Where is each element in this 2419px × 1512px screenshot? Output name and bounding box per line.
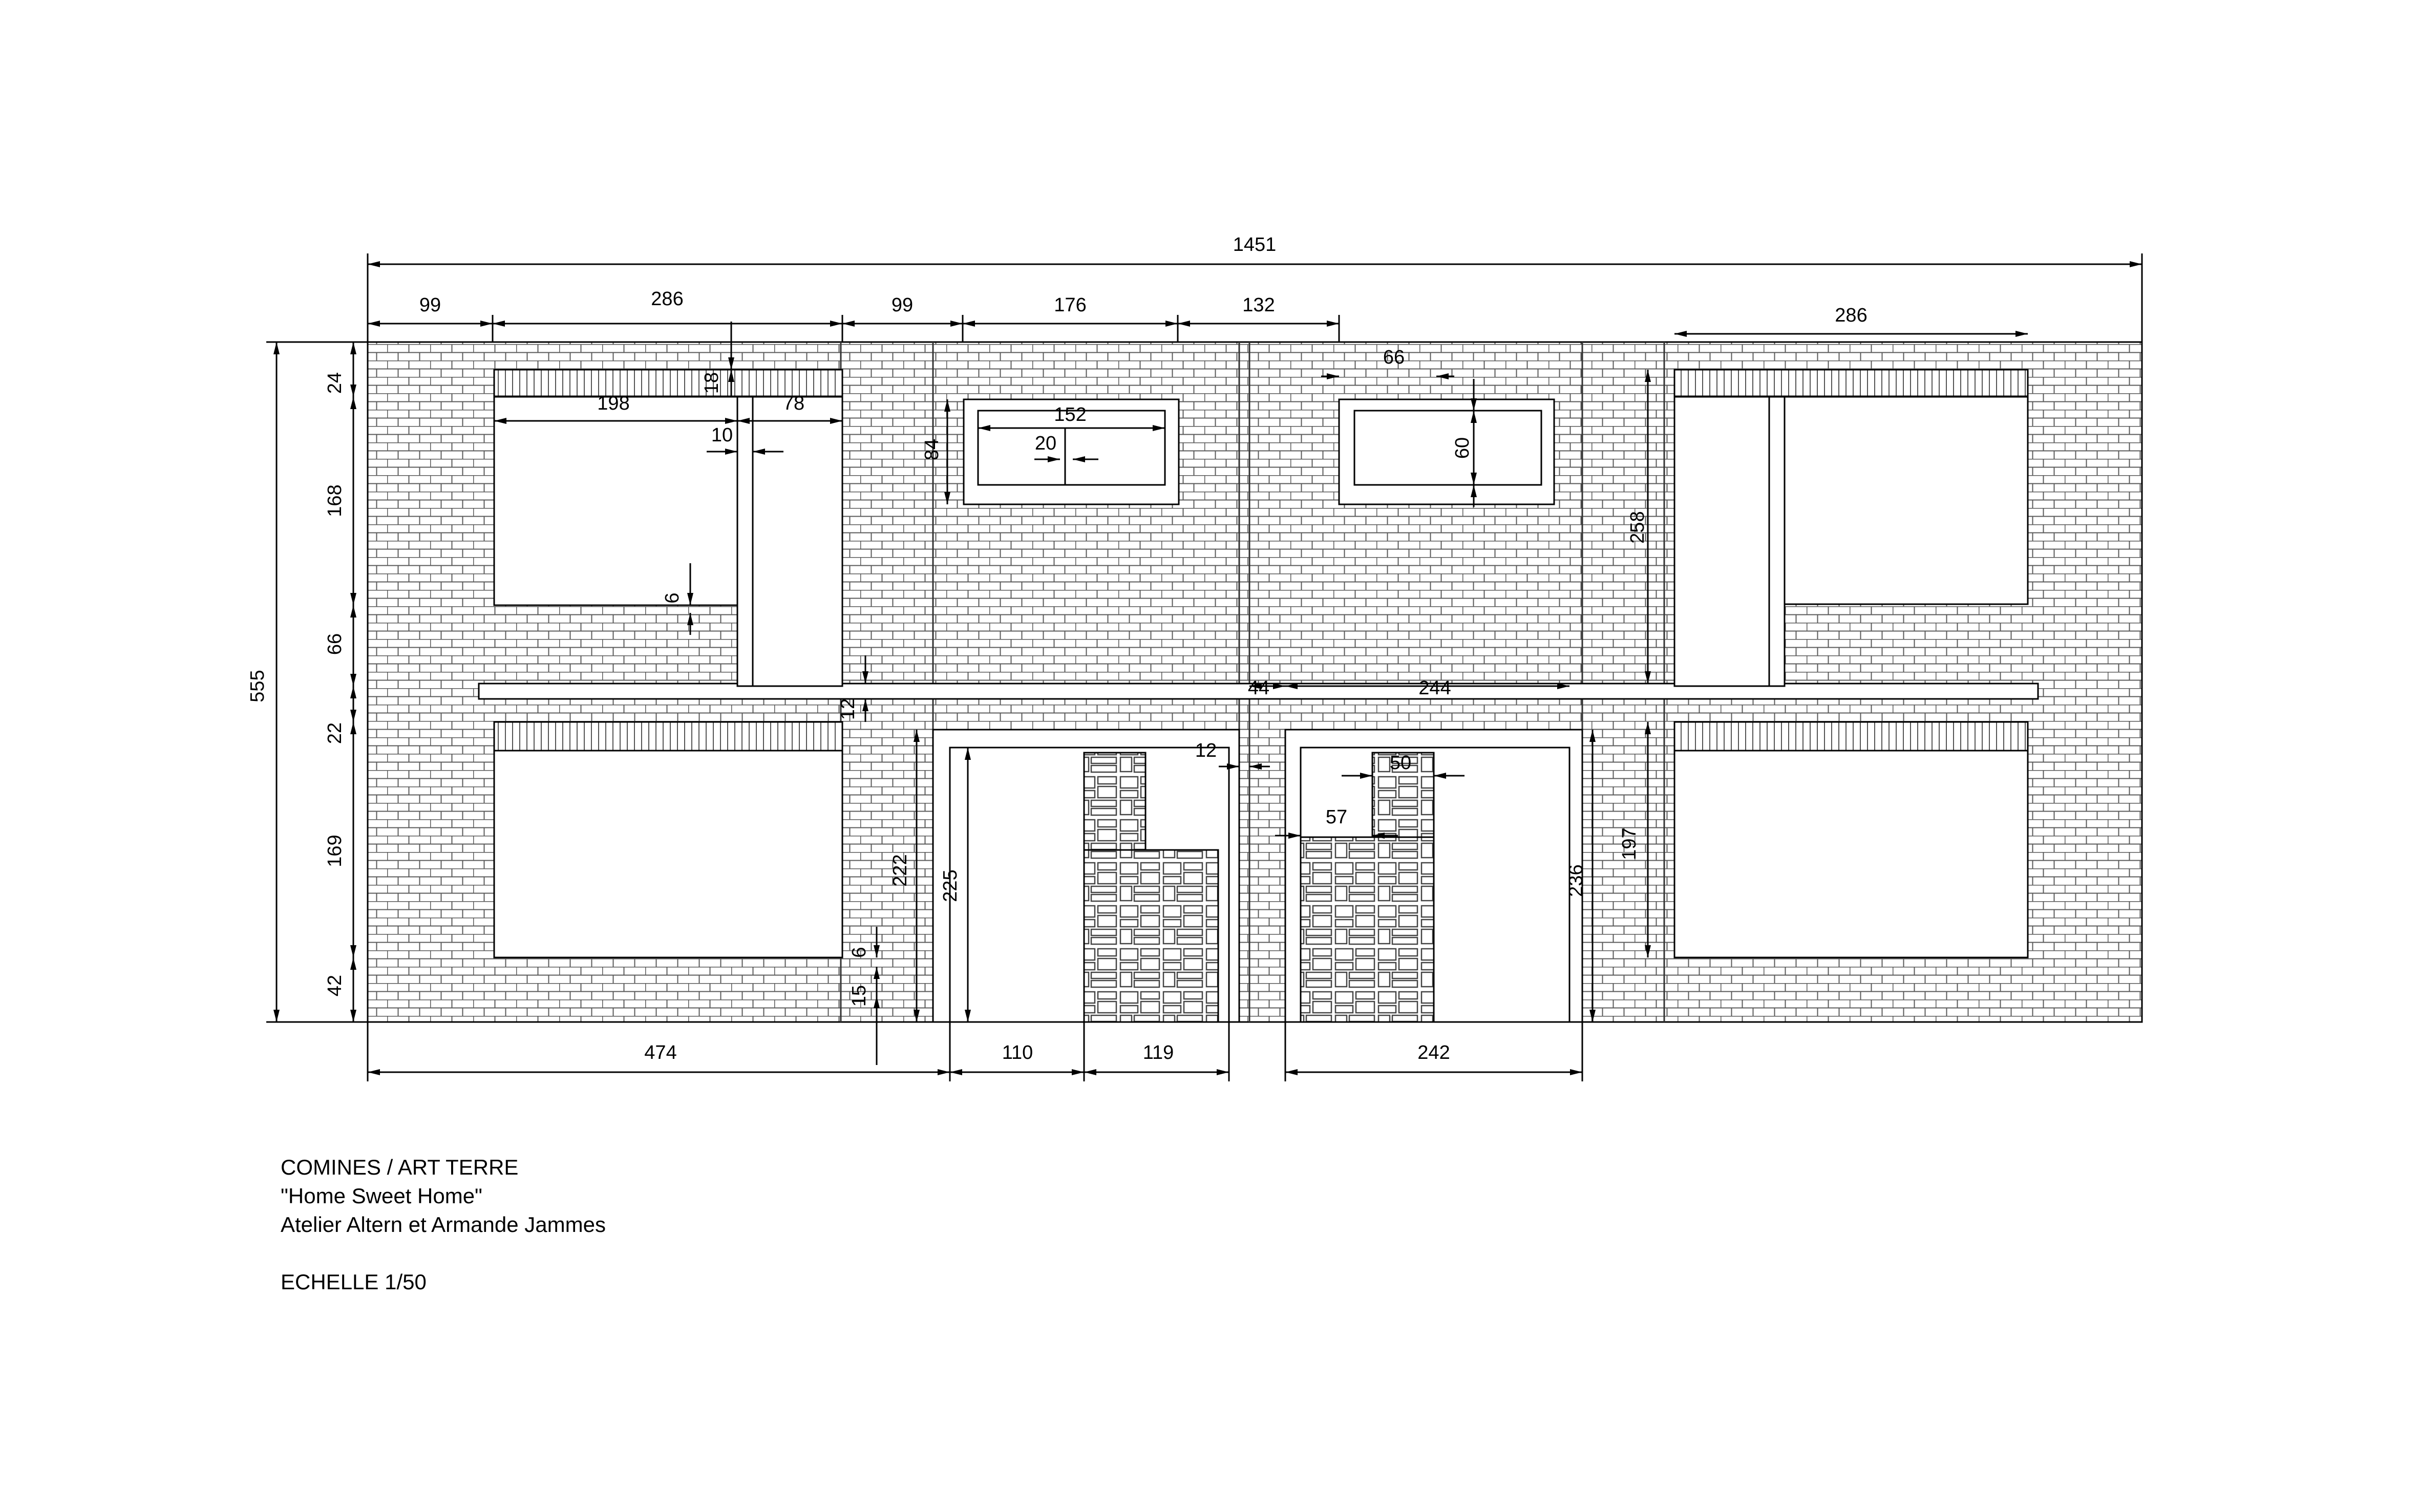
dim-6-b: 6 [848, 947, 870, 957]
dim-152: 152 [1054, 404, 1086, 425]
dimension-lines [266, 253, 2143, 1081]
dim-left-169: 169 [324, 835, 346, 867]
dim-222: 222 [889, 854, 911, 886]
stone-panel-left-top [1083, 752, 1147, 856]
dim-197: 197 [1619, 827, 1640, 860]
dim-top-132: 132 [1242, 294, 1275, 316]
dim-60: 60 [1452, 437, 1473, 459]
dim-bottom-110: 110 [1002, 1042, 1033, 1063]
dim-6-a: 6 [662, 592, 683, 603]
project-subtitle: "Home Sweet Home" [281, 1184, 482, 1208]
door-opening-right [1284, 729, 1583, 1023]
opening-upper-left [493, 396, 738, 606]
dim-top-99-b: 99 [892, 294, 913, 316]
dim-12-a: 12 [837, 698, 859, 720]
dim-left-168: 168 [324, 484, 346, 517]
dim-top-176: 176 [1054, 294, 1086, 316]
window-upper-right [1673, 369, 2029, 687]
dim-top-286-a: 286 [651, 288, 683, 310]
window-lower-right [1673, 721, 2029, 959]
dim-198: 198 [597, 393, 629, 414]
dim-18: 18 [701, 372, 723, 394]
dim-78: 78 [783, 393, 804, 414]
door-opening-upper-right [1673, 396, 1770, 687]
stone-panel-left-bottom [1083, 849, 1219, 1023]
stone-panel-right-top [1371, 752, 1435, 838]
window-lower-left [493, 721, 843, 959]
opening-lower-right [1673, 750, 2029, 959]
dim-10: 10 [711, 424, 733, 446]
mullion-upper-left [736, 396, 754, 687]
dim-20: 20 [1035, 433, 1056, 454]
dim-bottom-474: 474 [644, 1042, 676, 1063]
stone-panel-right-bottom [1300, 836, 1435, 1023]
mullion-upper-right [1768, 396, 1786, 687]
dim-15: 15 [848, 985, 870, 1007]
dim-50: 50 [1390, 752, 1411, 774]
dim-top-99-a: 99 [419, 294, 441, 316]
lintel-upper-left [493, 369, 843, 397]
dim-12-b: 12 [1195, 740, 1217, 761]
dim-236: 236 [1565, 864, 1587, 897]
dim-66: 66 [1383, 347, 1405, 368]
opening-upper-center-right [1353, 410, 1542, 486]
dim-44: 44 [1248, 677, 1269, 699]
lintel-upper-right [1673, 369, 2029, 397]
caption-spacer [281, 1239, 606, 1268]
window-upper-left [493, 369, 843, 687]
dim-bottom-119: 119 [1143, 1042, 1174, 1063]
dim-left-66: 66 [324, 633, 346, 655]
window-upper-center-left [963, 398, 1180, 505]
window-upper-center-right [1338, 398, 1555, 505]
project-title: COMINES / ART TERRE [281, 1155, 519, 1179]
scale-label: ECHELLE 1/50 [281, 1270, 427, 1294]
door-opening-upper-left [752, 396, 843, 687]
door-opening-left [932, 729, 1240, 1023]
dim-left-24: 24 [324, 372, 346, 394]
dim-225: 225 [940, 869, 961, 902]
dim-total-width: 1451 [1233, 234, 1277, 255]
dim-bottom-242: 242 [1417, 1042, 1450, 1063]
dim-57: 57 [1326, 806, 1347, 828]
opening-upper-center-left [977, 410, 1166, 486]
lintel-lower-right [1673, 721, 2029, 752]
title-block: COMINES / ART TERRE "Home Sweet Home" At… [281, 1153, 606, 1296]
lintel-lower-left [493, 721, 843, 752]
authors: Atelier Altern et Armande Jammes [281, 1212, 606, 1237]
dim-left-22: 22 [324, 722, 346, 744]
dim-244: 244 [1418, 677, 1451, 699]
dim-258: 258 [1627, 511, 1648, 543]
dim-top-286-b: 286 [1835, 305, 1867, 326]
dimension-labels: 1451 99 286 99 176 132 286 555 24 168 66… [247, 234, 1868, 1063]
dim-84: 84 [921, 439, 943, 460]
opening-lower-left [493, 750, 843, 959]
dim-left-42: 42 [324, 975, 346, 996]
dim-height-555: 555 [247, 670, 268, 702]
